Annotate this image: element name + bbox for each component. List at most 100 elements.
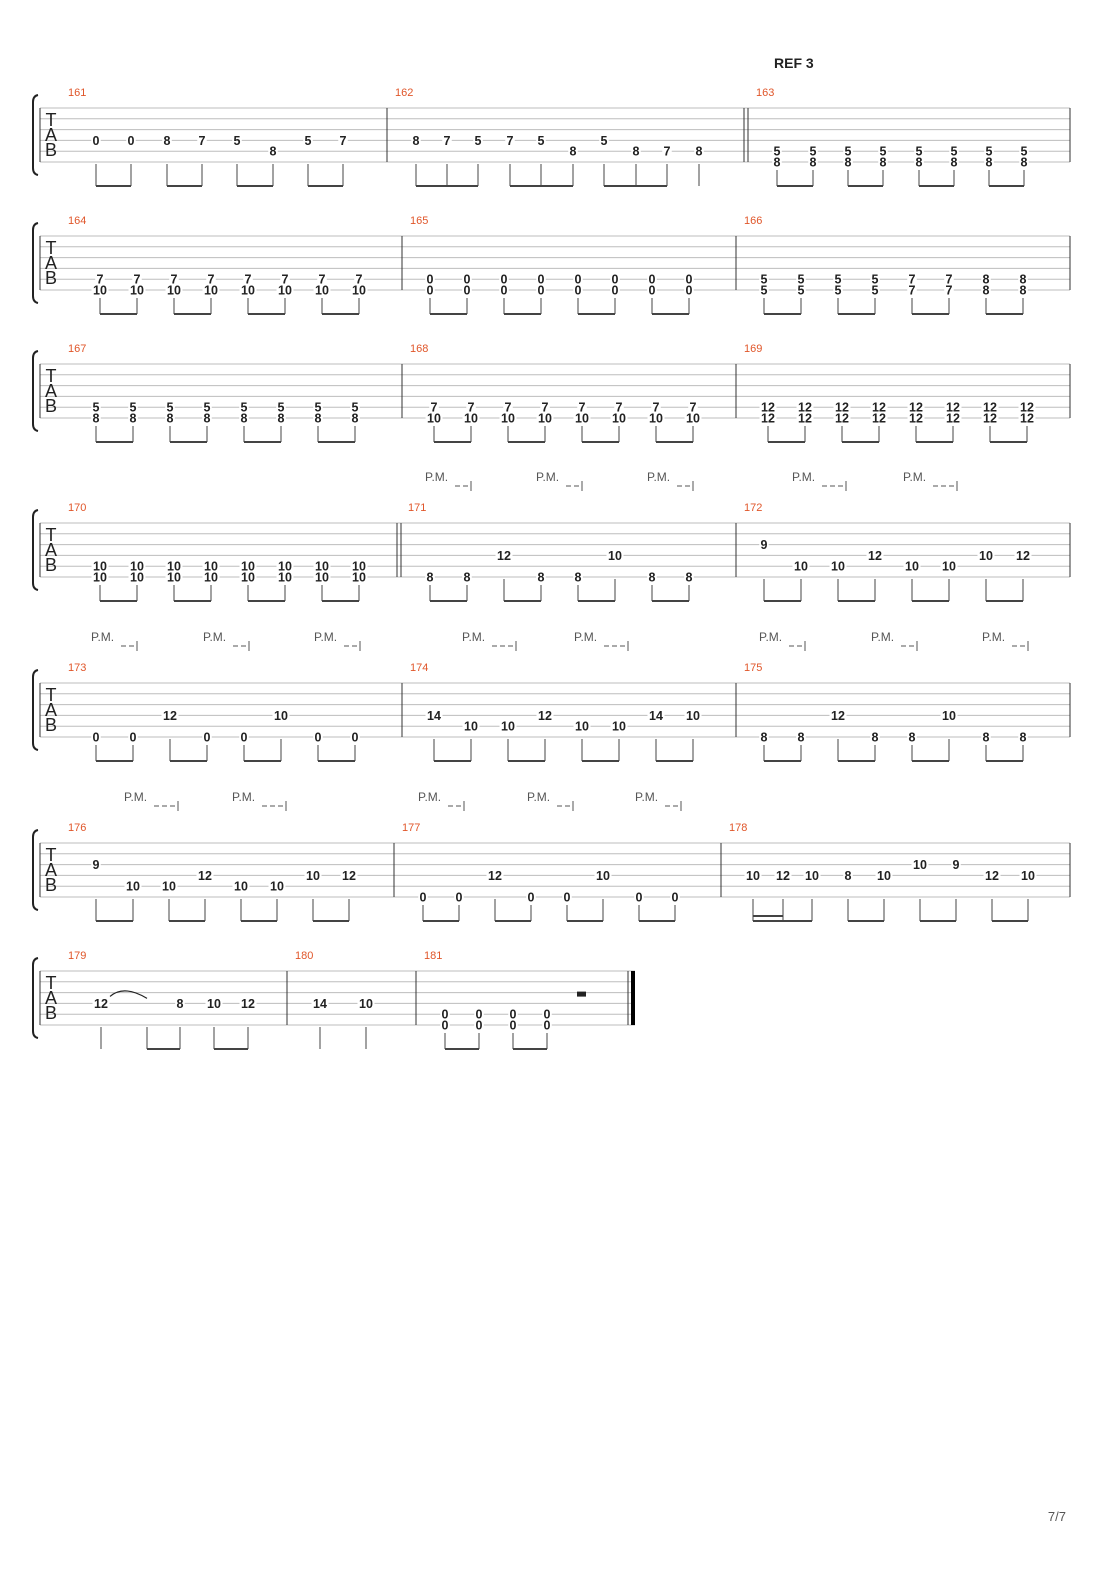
palm-mute-label: P.M. xyxy=(792,470,815,484)
fret-background xyxy=(350,571,368,583)
fret-number: 0 xyxy=(456,891,463,905)
fret-background xyxy=(162,134,172,147)
fret-number: 8 xyxy=(798,731,805,745)
palm-mute-label: P.M. xyxy=(425,470,448,484)
fret-background xyxy=(647,273,657,286)
fret-number: 5 xyxy=(1021,145,1028,159)
fret-number: 10 xyxy=(464,720,478,734)
fret-background xyxy=(981,273,991,286)
fret-background xyxy=(870,412,888,424)
fret-background xyxy=(313,731,323,743)
fret-background xyxy=(949,156,959,168)
tab-clef-letter: T xyxy=(46,525,57,545)
fret-background xyxy=(573,284,583,296)
fret-background xyxy=(542,1008,552,1021)
fret-background xyxy=(196,869,214,882)
fret-background xyxy=(440,1019,450,1031)
fret-background xyxy=(647,571,657,583)
fret-background xyxy=(911,858,929,871)
measure-number: 180 xyxy=(295,950,313,962)
fret-background xyxy=(276,284,294,296)
fret-background xyxy=(202,284,220,296)
fret-number: 10 xyxy=(167,560,181,574)
fret-number: 10 xyxy=(130,284,144,298)
system-bracket xyxy=(32,350,39,432)
fret-background xyxy=(759,401,777,414)
fret-number: 5 xyxy=(872,273,879,287)
fret-background xyxy=(202,560,220,573)
tab-system: TAB1647107107107107107107107101650000000… xyxy=(32,215,1071,315)
fret-background xyxy=(350,731,360,743)
palm-mute-label: P.M. xyxy=(124,790,147,804)
fret-background xyxy=(462,284,472,296)
fret-background xyxy=(759,284,769,296)
fret-number: 10 xyxy=(278,284,292,298)
fret-background xyxy=(1018,731,1028,743)
measure-number: 181 xyxy=(424,950,442,962)
fret-background xyxy=(313,412,323,424)
fret-background xyxy=(202,731,212,743)
fret-number: 7 xyxy=(468,401,475,415)
fret-background xyxy=(165,412,175,424)
fret-background xyxy=(239,571,257,583)
fret-background xyxy=(843,145,853,158)
tab-clef-letter: B xyxy=(45,396,57,416)
fret-number: 12 xyxy=(198,869,212,883)
fret-background xyxy=(239,731,249,743)
fret-background xyxy=(91,731,101,743)
fret-number: 10 xyxy=(315,571,329,585)
fret-background xyxy=(202,412,212,424)
fret-number: 0 xyxy=(544,1008,551,1022)
fret-background xyxy=(870,273,880,286)
fret-background xyxy=(573,412,591,424)
fret-background xyxy=(92,997,110,1010)
fret-background xyxy=(647,709,665,722)
fret-background xyxy=(536,709,554,722)
fret-background xyxy=(418,891,428,903)
tab-clef-letter: B xyxy=(45,875,57,895)
fret-number: 8 xyxy=(983,273,990,287)
palm-mute-label: P.M. xyxy=(232,790,255,804)
fret-background xyxy=(562,891,572,903)
fret-number: 5 xyxy=(315,401,322,415)
fret-background xyxy=(573,273,583,286)
fret-background xyxy=(474,1008,484,1021)
fret-background xyxy=(276,571,294,583)
fret-number: 0 xyxy=(442,1008,449,1022)
fret-number: 5 xyxy=(278,401,285,415)
fret-background xyxy=(610,412,628,424)
fret-number: 12 xyxy=(342,869,356,883)
fret-background xyxy=(796,401,814,414)
fret-number: 0 xyxy=(672,891,679,905)
fret-background xyxy=(350,401,360,414)
fret-number: 8 xyxy=(270,145,277,159)
fret-background xyxy=(124,880,142,893)
fret-background xyxy=(243,273,253,286)
fret-background xyxy=(429,401,439,414)
fret-background xyxy=(684,273,694,286)
page-number: 7/7 xyxy=(1047,1509,1066,1524)
fret-number: 0 xyxy=(501,284,508,298)
fret-number: 0 xyxy=(564,891,571,905)
tab-clef-letter: B xyxy=(45,1003,57,1023)
fret-number: 10 xyxy=(612,720,626,734)
fret-background xyxy=(870,731,880,743)
fret-number: 0 xyxy=(204,731,211,745)
fret-number: 8 xyxy=(278,412,285,426)
fret-number: 0 xyxy=(352,731,359,745)
measure-number: 175 xyxy=(744,662,762,674)
fret-number: 0 xyxy=(130,731,137,745)
fret-number: 7 xyxy=(579,401,586,415)
fret-background xyxy=(276,401,286,414)
fret-number: 10 xyxy=(596,869,610,883)
fret-background xyxy=(232,134,242,147)
fret-background xyxy=(239,284,257,296)
fret-number: 9 xyxy=(93,858,100,872)
fret-number: 8 xyxy=(951,156,958,170)
fret-background xyxy=(944,401,962,414)
fret-number: 7 xyxy=(946,284,953,298)
fret-background xyxy=(317,273,327,286)
fret-background xyxy=(425,273,435,286)
fret-number: 5 xyxy=(538,134,545,148)
